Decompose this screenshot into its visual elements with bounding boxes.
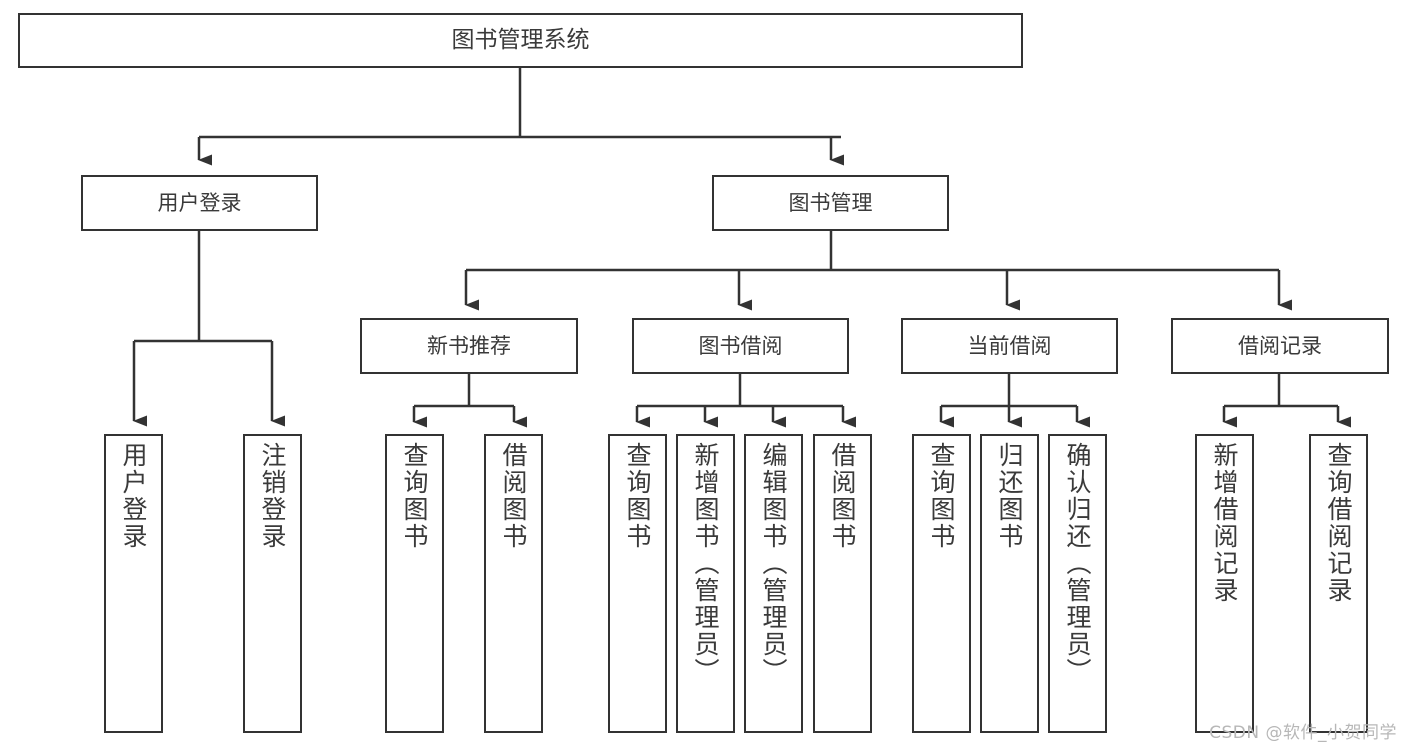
node-new-book-recommend[interactable]: 新书推荐: [360, 318, 578, 374]
node-book-borrow[interactable]: 图书借阅: [632, 318, 849, 374]
leaf-return-books[interactable]: 归还图书: [980, 434, 1039, 733]
leaf-borrow-books-newbooks[interactable]: 借阅图书: [484, 434, 543, 733]
node-current-borrow[interactable]: 当前借阅: [901, 318, 1118, 374]
leaf-add-borrow-record[interactable]: 新增借阅记录: [1195, 434, 1254, 733]
leaf-return-books-label: 归还图书: [995, 442, 1024, 550]
leaf-add-borrow-record-label: 新增借阅记录: [1210, 442, 1239, 604]
leaf-borrow-books-newbooks-label: 借阅图书: [499, 442, 528, 550]
leaf-query-books-borrow-label: 查询图书: [623, 442, 652, 550]
leaf-add-book-admin-label: 新增图书（管理员）: [691, 442, 720, 685]
leaf-query-books-borrow[interactable]: 查询图书: [608, 434, 667, 733]
leaf-confirm-return-admin[interactable]: 确认归还（管理员）: [1048, 434, 1107, 733]
leaf-query-books-current-label: 查询图书: [927, 442, 956, 550]
node-current-borrow-label: 当前借阅: [967, 333, 1052, 358]
leaf-query-borrow-record-label: 查询借阅记录: [1324, 442, 1353, 604]
node-user-login[interactable]: 用户登录: [81, 175, 318, 231]
leaf-query-books-newbooks[interactable]: 查询图书: [385, 434, 444, 733]
leaf-user-login[interactable]: 用户登录: [104, 434, 163, 733]
leaf-logout[interactable]: 注销登录: [243, 434, 302, 733]
node-book-management-label: 图书管理: [788, 190, 873, 215]
leaf-logout-label: 注销登录: [258, 442, 287, 550]
node-book-borrow-label: 图书借阅: [698, 333, 783, 358]
leaf-borrow-books[interactable]: 借阅图书: [813, 434, 872, 733]
leaf-query-books-current[interactable]: 查询图书: [912, 434, 971, 733]
leaf-confirm-return-admin-label: 确认归还（管理员）: [1063, 442, 1092, 685]
node-new-book-recommend-label: 新书推荐: [427, 333, 511, 358]
node-user-login-label: 用户登录: [157, 190, 242, 215]
watermark: CSDN @软件_小贺同学: [1209, 723, 1397, 743]
leaf-borrow-books-label: 借阅图书: [828, 442, 857, 550]
leaf-edit-book-admin-label: 编辑图书（管理员）: [759, 442, 788, 685]
leaf-query-borrow-record[interactable]: 查询借阅记录: [1309, 434, 1368, 733]
leaf-add-book-admin[interactable]: 新增图书（管理员）: [676, 434, 735, 733]
leaf-edit-book-admin[interactable]: 编辑图书（管理员）: [744, 434, 803, 733]
node-borrow-records-label: 借阅记录: [1238, 333, 1322, 358]
leaf-user-login-label: 用户登录: [119, 442, 148, 550]
node-book-management[interactable]: 图书管理: [712, 175, 949, 231]
node-root-label: 图书管理系统: [451, 26, 590, 53]
node-root[interactable]: 图书管理系统: [18, 13, 1023, 68]
node-borrow-records[interactable]: 借阅记录: [1171, 318, 1389, 374]
leaf-query-books-newbooks-label: 查询图书: [400, 442, 429, 550]
